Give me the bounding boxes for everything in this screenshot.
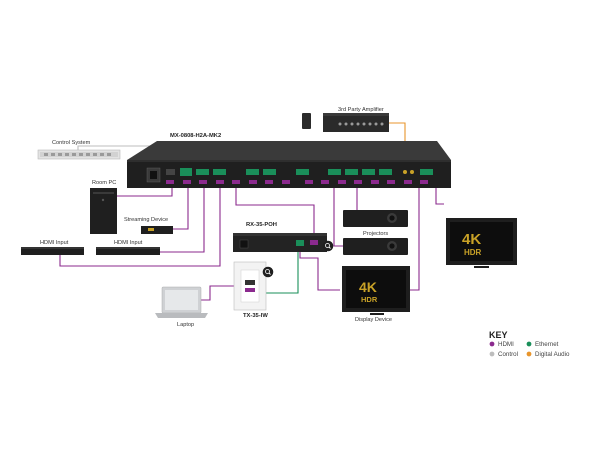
matrix-label: MX-0808-H2A-MK2 — [170, 133, 221, 139]
projector-1-device — [343, 210, 408, 227]
matrix-hdmi-ports — [166, 180, 428, 184]
control-system-device — [37, 149, 121, 160]
cables — [59, 122, 444, 301]
streaming-label: Streaming Device — [124, 217, 168, 223]
key-label-digital-audio: Digital Audio — [535, 351, 570, 358]
cable-hdmi-hdbt-rx — [235, 186, 315, 233]
laptop-label: Laptop — [177, 322, 194, 328]
transmitter-label: TX-35-IW — [243, 313, 268, 319]
hdmi-input-2-device — [96, 247, 160, 255]
tv-4k-logo: 4K — [462, 231, 481, 248]
display-hdr-logo: HDR — [361, 295, 378, 304]
matrix-audio-ports — [403, 170, 414, 174]
cable-hdmi-display-device — [410, 186, 420, 291]
display-4k-logo: 4K — [359, 279, 377, 295]
tv-4k-device: 4K HDR — [446, 218, 517, 268]
key-legend: KEY HDMI Ethernet Control Digital Audio — [489, 330, 570, 358]
cable-hdmi-laptop — [200, 285, 248, 301]
cable-hdmi-projector-2 — [333, 186, 347, 247]
cable-hdmi-input-1 — [59, 186, 221, 267]
key-swatch-ethernet — [526, 341, 532, 347]
cable-hdmi-room-pc — [117, 186, 173, 197]
cable-ethernet — [266, 252, 299, 294]
matrix-terminal-blocks — [196, 169, 433, 175]
room-pc-label: Room PC — [92, 180, 116, 186]
streaming-device — [141, 226, 173, 234]
magnify-icon — [322, 240, 334, 252]
laptop-device — [155, 286, 208, 318]
cable-hdmi-input-2 — [160, 186, 205, 253]
display-device: 4K HDR — [342, 266, 410, 315]
projector-2-device — [343, 238, 408, 255]
receiver-label: RX-35-POH — [246, 222, 277, 228]
key-swatch-hdmi — [489, 341, 495, 347]
amplifier-device — [302, 113, 389, 132]
key-swatch-digital-audio — [526, 351, 532, 357]
key-label-control: Control — [498, 351, 518, 358]
key-title: KEY — [489, 330, 508, 340]
cable-hdmi-rx-display — [299, 250, 340, 291]
transmitter-device — [233, 261, 267, 311]
key-label-ethernet: Ethernet — [535, 341, 559, 348]
matrix-device — [127, 141, 451, 188]
tv-hdr-logo: HDR — [464, 248, 482, 257]
cable-hdmi-streaming — [173, 186, 189, 230]
hdmi-input-1-label: HDMI Input — [40, 240, 69, 246]
room-pc-device — [90, 188, 117, 234]
cable-hdmi-4k-tv — [435, 186, 444, 205]
magnify-icon — [262, 266, 274, 278]
receiver-device — [233, 233, 327, 252]
control-system-label: Control System — [52, 140, 91, 146]
projectors-label: Projectors — [363, 231, 388, 237]
key-label-hdmi: HDMI — [498, 341, 514, 348]
key-swatch-control — [489, 351, 495, 357]
amplifier-label: 3rd Party Amplifier — [338, 107, 384, 113]
display-device-label: Display Device — [355, 317, 392, 323]
hdmi-input-2-label: HDMI Input — [114, 240, 143, 246]
hdmi-input-1-device — [21, 247, 84, 255]
